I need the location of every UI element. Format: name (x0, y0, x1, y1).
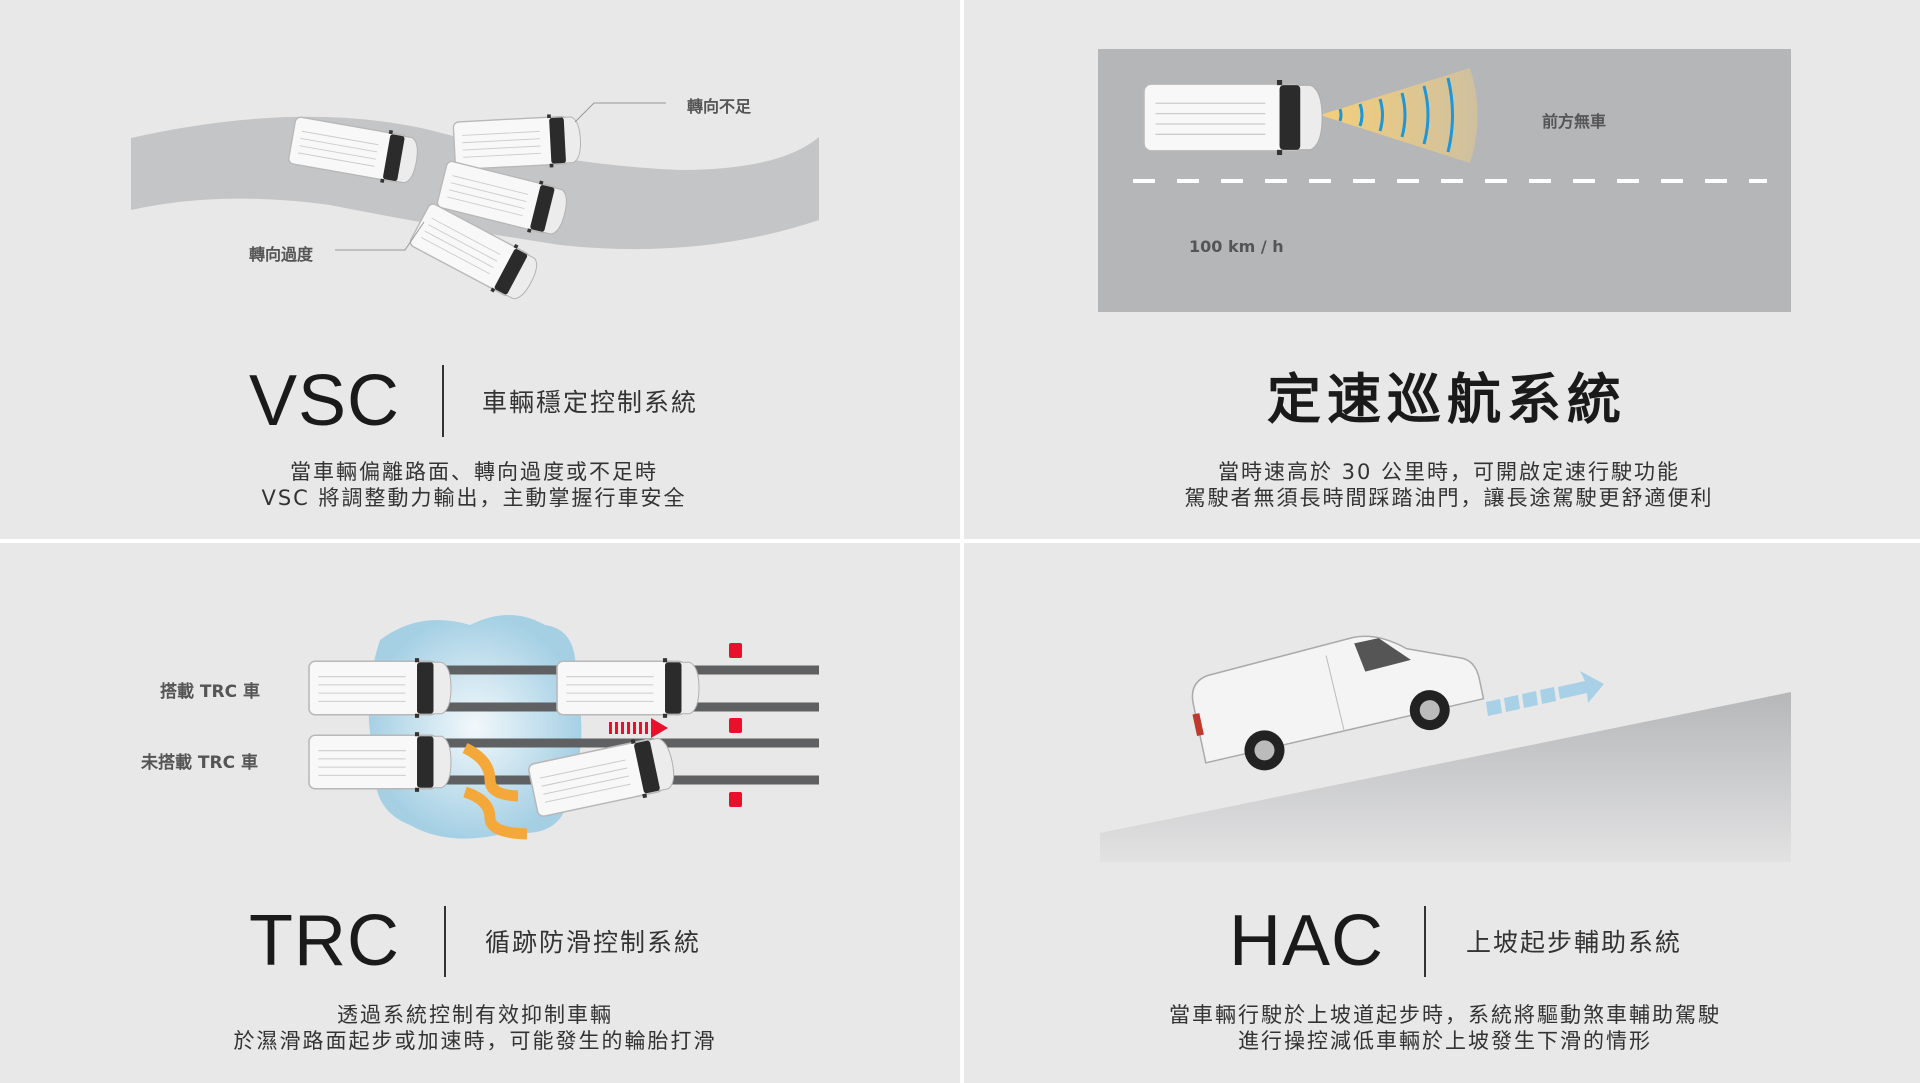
with-trc-label: 搭載 TRC 車 (160, 682, 260, 702)
trc-title: TRC (249, 901, 400, 981)
trc-illustration (308, 615, 819, 840)
acceleration-arrow (609, 718, 668, 738)
leader-line (574, 102, 666, 123)
vsc-illustration (131, 102, 819, 307)
cruise-illustration (1098, 49, 1791, 312)
title-divider (1424, 906, 1426, 977)
marker-icon (729, 718, 742, 733)
skid-marks (462, 743, 528, 840)
direction-arrow (1486, 671, 1604, 716)
trc-description: 透過系統控制有效抑制車輛 於濕滑路面起步或加速時，可能發生的輪胎打滑 (234, 1002, 717, 1054)
desc-line: 進行操控減低車輛於上坡發生下滑的情形 (1238, 1029, 1652, 1053)
leader-line (335, 221, 425, 251)
trc-subtitle: 循跡防滑控制系統 (485, 928, 702, 957)
without-trc-label: 未搭載 TRC 車 (141, 753, 258, 773)
desc-line: 透過系統控制有效抑制車輛 (337, 1003, 613, 1027)
desc-line: 於濕滑路面起步或加速時，可能發生的輪胎打滑 (233, 1029, 717, 1053)
title-divider (444, 906, 446, 977)
vsc-description: 當車輛偏離路面、轉向過度或不足時 VSC 將調整動力輸出，主動掌握行車安全 (261, 459, 686, 511)
oversteer-label: 轉向過度 (249, 245, 314, 264)
desc-line: 當車輛偏離路面、轉向過度或不足時 (289, 460, 658, 484)
desc-line: VSC 將調整動力輸出，主動掌握行車安全 (261, 486, 687, 510)
vsc-subtitle: 車輛穩定控制系統 (482, 388, 699, 417)
no-car-ahead-label: 前方無車 (1542, 112, 1607, 131)
cruise-title: 定速巡航系統 (1267, 368, 1627, 431)
desc-line: 當時速高於 30 公里時，可開啟定速行駛功能 (1217, 460, 1681, 484)
marker-icon (729, 643, 742, 658)
desc-line: 駕駛者無須長時間踩踏油門，讓長途駕駛更舒適便利 (1184, 486, 1714, 510)
vsc-title: VSC (249, 361, 401, 441)
understeer-label: 轉向不足 (687, 97, 752, 116)
hac-title: HAC (1229, 901, 1385, 981)
hac-description: 當車輛行駛於上坡道起步時，系統將驅動煞車輔助駕駛 進行操控減低車輛於上坡發生下滑… (1169, 1002, 1721, 1054)
title-divider (442, 365, 444, 437)
speed-label: 100 km / h (1189, 237, 1284, 256)
uphill-slope (1100, 692, 1791, 862)
cruise-description: 當時速高於 30 公里時，可開啟定速行駛功能 駕駛者無須長時間踩踏油門，讓長途駕… (1185, 459, 1714, 511)
desc-line: 當車輛行駛於上坡道起步時，系統將驅動煞車輔助駕駛 (1169, 1003, 1721, 1027)
radar-beam (1320, 68, 1478, 163)
radar-waves (1338, 77, 1454, 153)
van-side-icon (1191, 635, 1485, 771)
marker-icon (729, 792, 742, 807)
hac-subtitle: 上坡起步輔助系統 (1466, 928, 1683, 957)
